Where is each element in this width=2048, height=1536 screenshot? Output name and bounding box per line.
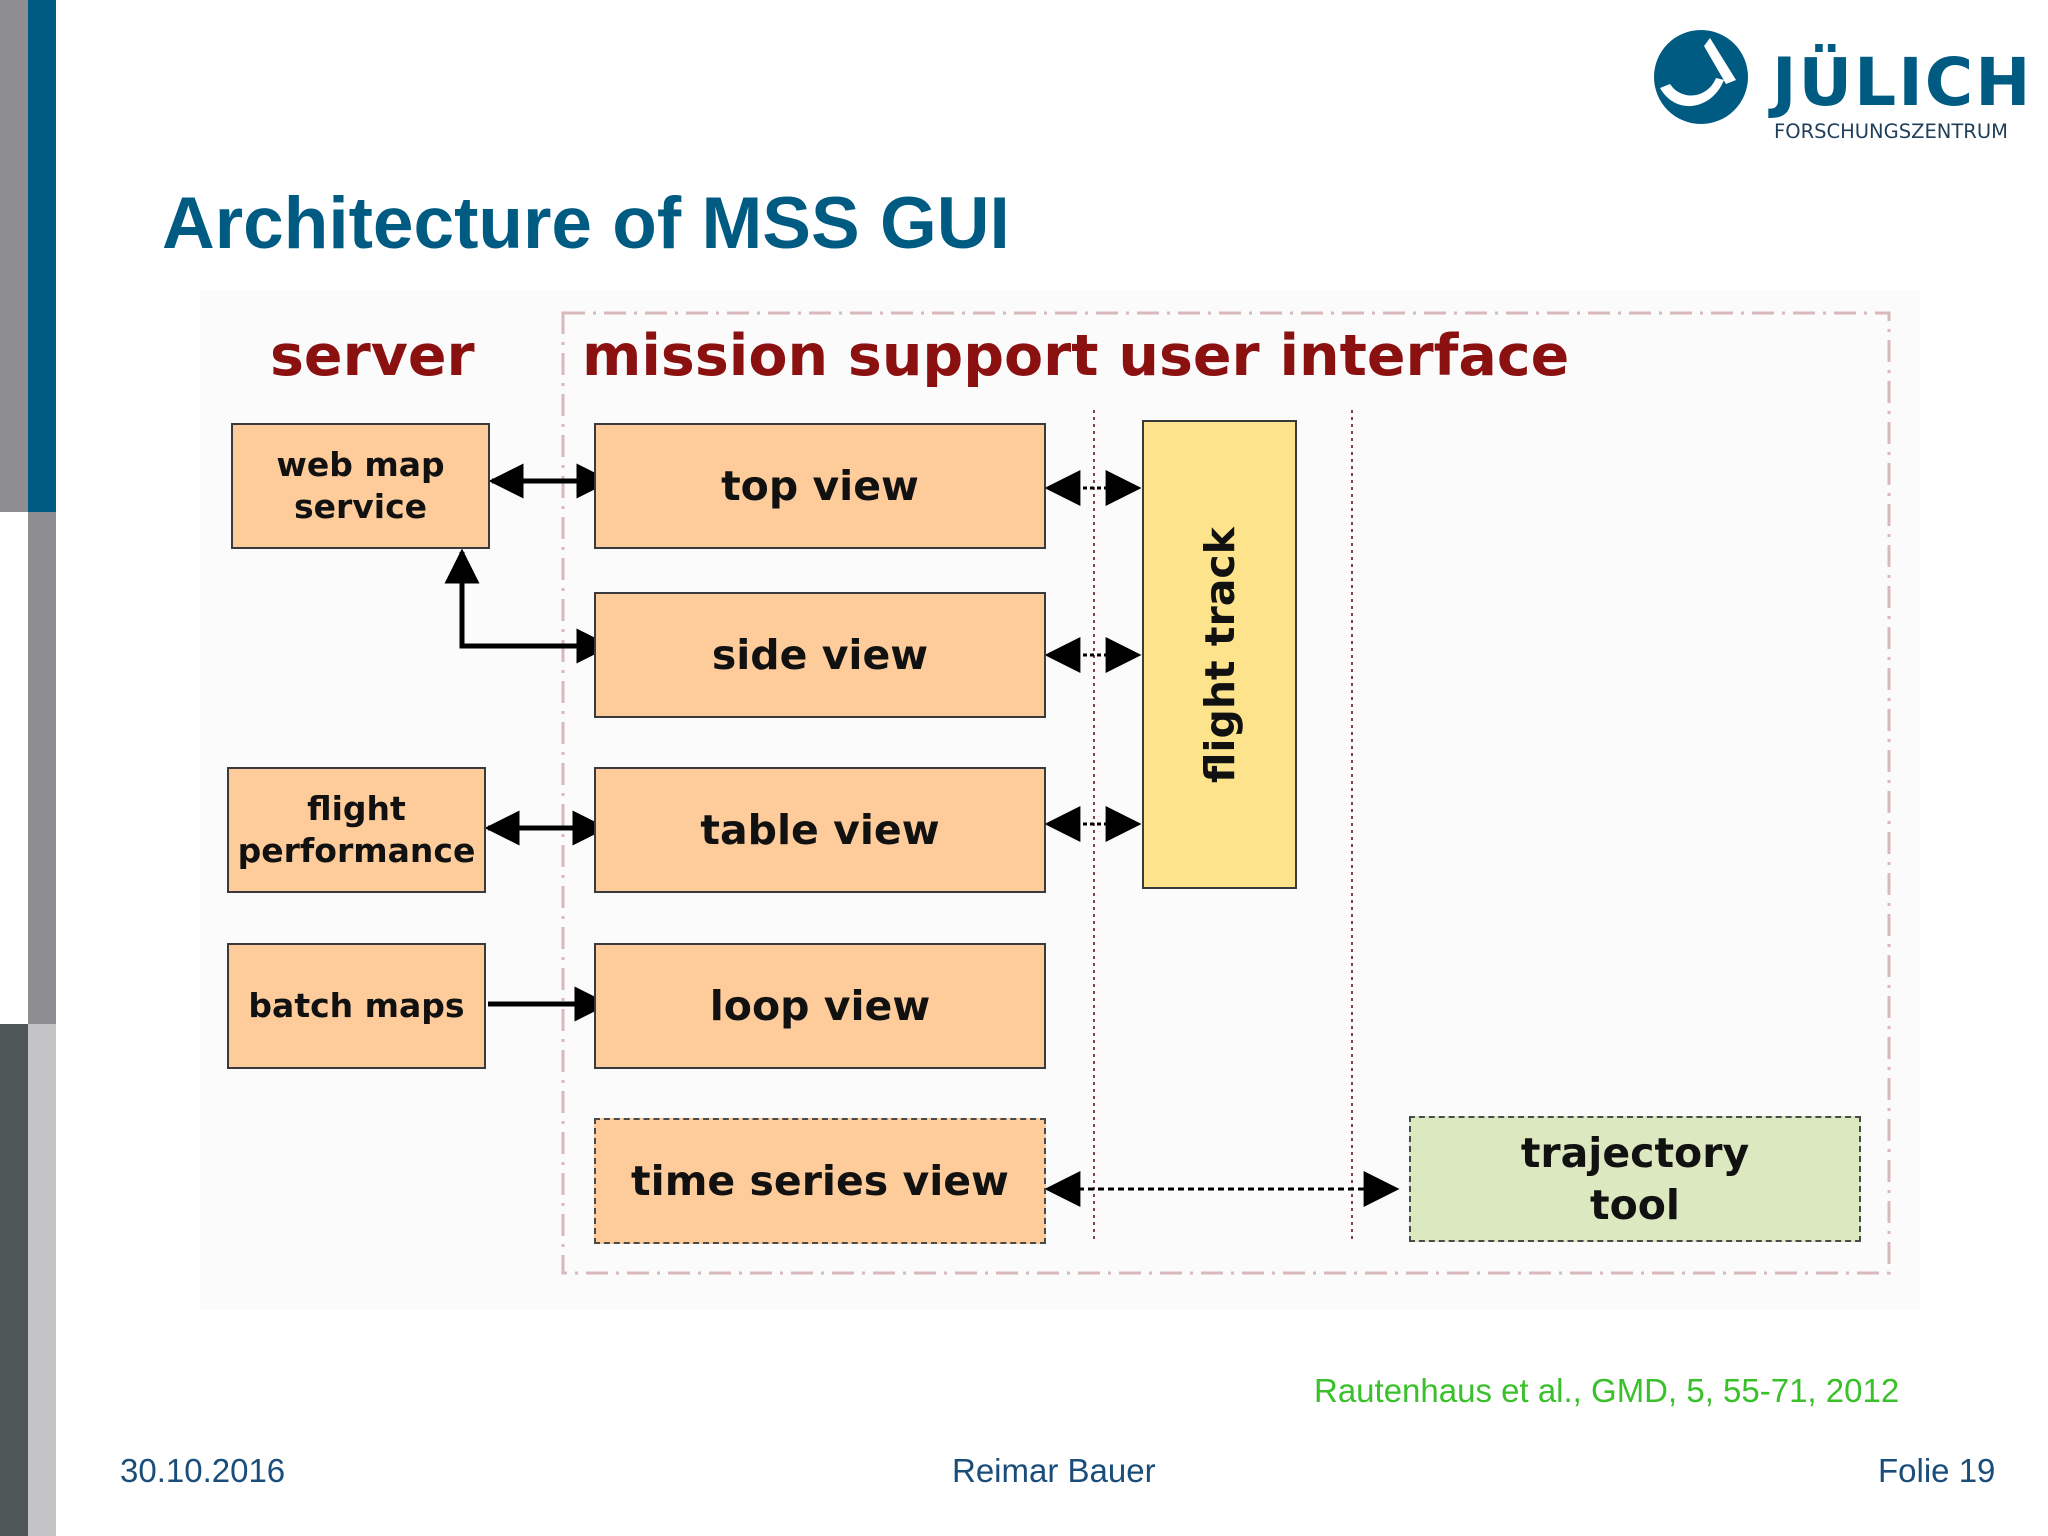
top-view-label: top view <box>721 462 919 510</box>
logo-subtitle: FORSCHUNGSZENTRUM <box>1774 120 2008 143</box>
ui-label: mission support user interface <box>582 323 1570 389</box>
flight-performance-line-1: flight <box>307 789 406 828</box>
logo-wordmark: JÜLICH <box>1772 44 2033 121</box>
side-view-box: side view <box>594 592 1046 718</box>
page-title: Architecture of MSS GUI <box>162 183 1010 264</box>
loop-view-box: loop view <box>594 943 1046 1069</box>
flight-performance-box: flight performance <box>227 767 486 893</box>
batch-maps-label: batch maps <box>248 986 465 1025</box>
left-stripe-dark-bottom <box>0 1024 28 1536</box>
time-series-view-box: time series view <box>594 1118 1046 1244</box>
server-label: server <box>270 323 475 389</box>
left-stripe-gray-top <box>0 0 28 512</box>
web-map-service-line-2: service <box>293 487 428 526</box>
citation: Rautenhaus et al., GMD, 5, 55-71, 2012 <box>1314 1372 1900 1409</box>
footer-date: 30.10.2016 <box>120 1452 286 1489</box>
flight-track-label: flight track <box>1195 526 1244 783</box>
side-view-label: side view <box>711 631 929 679</box>
flight-performance-line-2: performance <box>237 831 476 870</box>
juelich-logo-icon <box>1654 30 1748 124</box>
time-series-view-label: time series view <box>631 1157 1009 1205</box>
batch-maps-box: batch maps <box>227 943 486 1069</box>
table-view-box: table view <box>594 767 1046 893</box>
table-view-label: table view <box>700 806 940 854</box>
trajectory-tool-line-2: tool <box>1590 1181 1680 1229</box>
trajectory-tool-line-1: trajectory <box>1520 1129 1750 1177</box>
web-map-service-box: web map service <box>231 423 490 549</box>
web-map-service-line-1: web map <box>276 445 445 484</box>
trajectory-tool-box: trajectory tool <box>1409 1116 1861 1242</box>
left-stripe-gray-middle <box>28 512 56 1024</box>
left-stripe-light-bottom <box>28 1024 56 1536</box>
footer-slide-number: Folie 19 <box>1878 1452 1996 1489</box>
ui-frame <box>561 311 1891 1275</box>
top-view-box: top view <box>594 423 1046 549</box>
footer-author: Reimar Bauer <box>952 1452 1156 1489</box>
left-stripe-blue-top <box>28 0 56 512</box>
flight-track-box: flight track <box>1142 420 1297 889</box>
loop-view-label: loop view <box>709 982 931 1030</box>
arrow-wms-side <box>444 548 612 664</box>
